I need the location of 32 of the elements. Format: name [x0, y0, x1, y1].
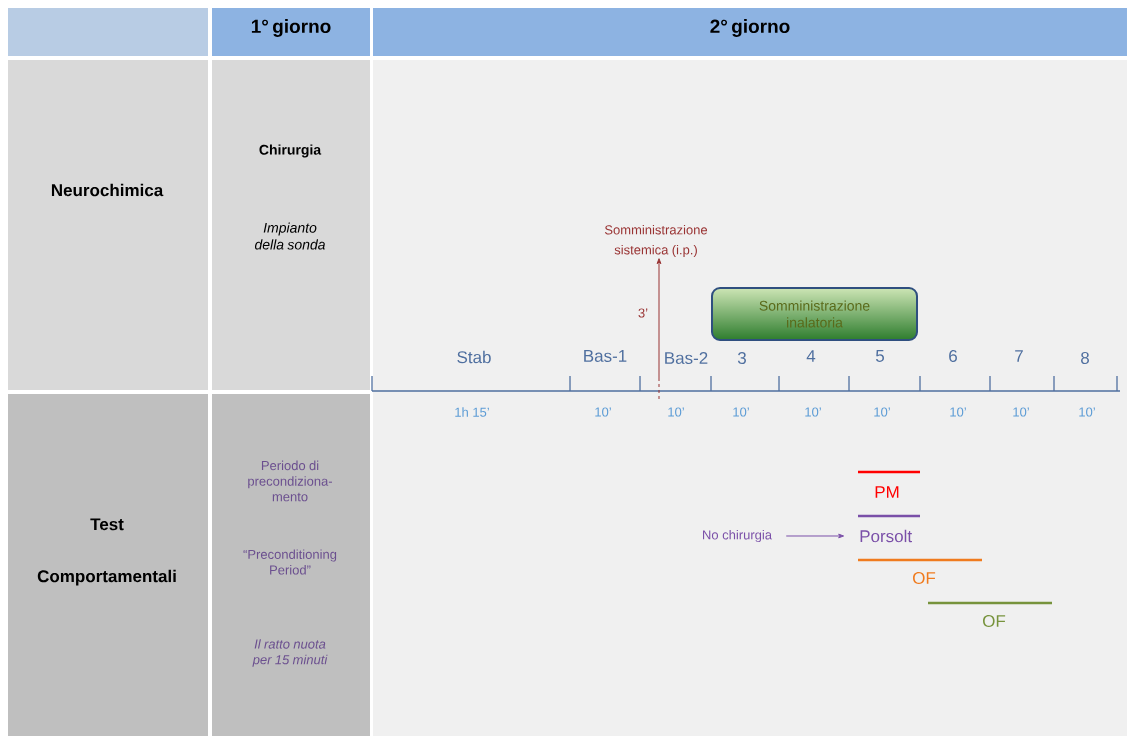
duration-label: 10’: [668, 407, 684, 417]
table-cell: Test Comportamentali: [8, 394, 208, 736]
duration-label: 1h 15’: [455, 407, 489, 417]
table-cell: Neurochimica: [8, 60, 208, 390]
duration-label: 10’: [733, 407, 749, 417]
bar-label: OF: [913, 571, 936, 584]
duration-label: 10’: [805, 407, 821, 417]
header-cell: 1° giorno: [212, 8, 370, 56]
duration-label: 10’: [1079, 407, 1095, 417]
segment-label: Bas-2: [665, 352, 708, 364]
duration-label: 10’: [874, 407, 890, 417]
duration-label: 10’: [1013, 407, 1029, 417]
bar-label: PM: [875, 486, 899, 498]
segment-label: 8: [1081, 352, 1089, 364]
edge-label: 3’: [636, 307, 650, 319]
rounded-box: Somministrazione inalatoria: [711, 287, 918, 341]
segment-label: Stab: [457, 350, 491, 364]
arrow: [785, 533, 845, 539]
bar-label: OF: [983, 614, 1006, 627]
header-cell: 2° giorno: [373, 8, 1127, 56]
table-cell: Chirurgia Impianto della sonda: [212, 60, 370, 390]
annotation-text: No chirurgia: [703, 529, 772, 543]
duration-label: 10’: [950, 407, 966, 417]
arrow: [656, 258, 662, 379]
segment-label: Bas-1: [584, 350, 627, 362]
bar-label: Porsolt: [860, 529, 912, 543]
header-cell: [8, 8, 208, 56]
duration-label: 10’: [595, 407, 611, 417]
table-cell: Periodo di precondiziona-mento “Preconditioning Period” Il ratto nuota per 15 minuti: [212, 394, 370, 736]
annotation-text: Somministrazione sistemica (i.p.): [604, 224, 708, 258]
segment-label: 6: [949, 350, 957, 362]
segment-label: 7: [1015, 350, 1023, 362]
